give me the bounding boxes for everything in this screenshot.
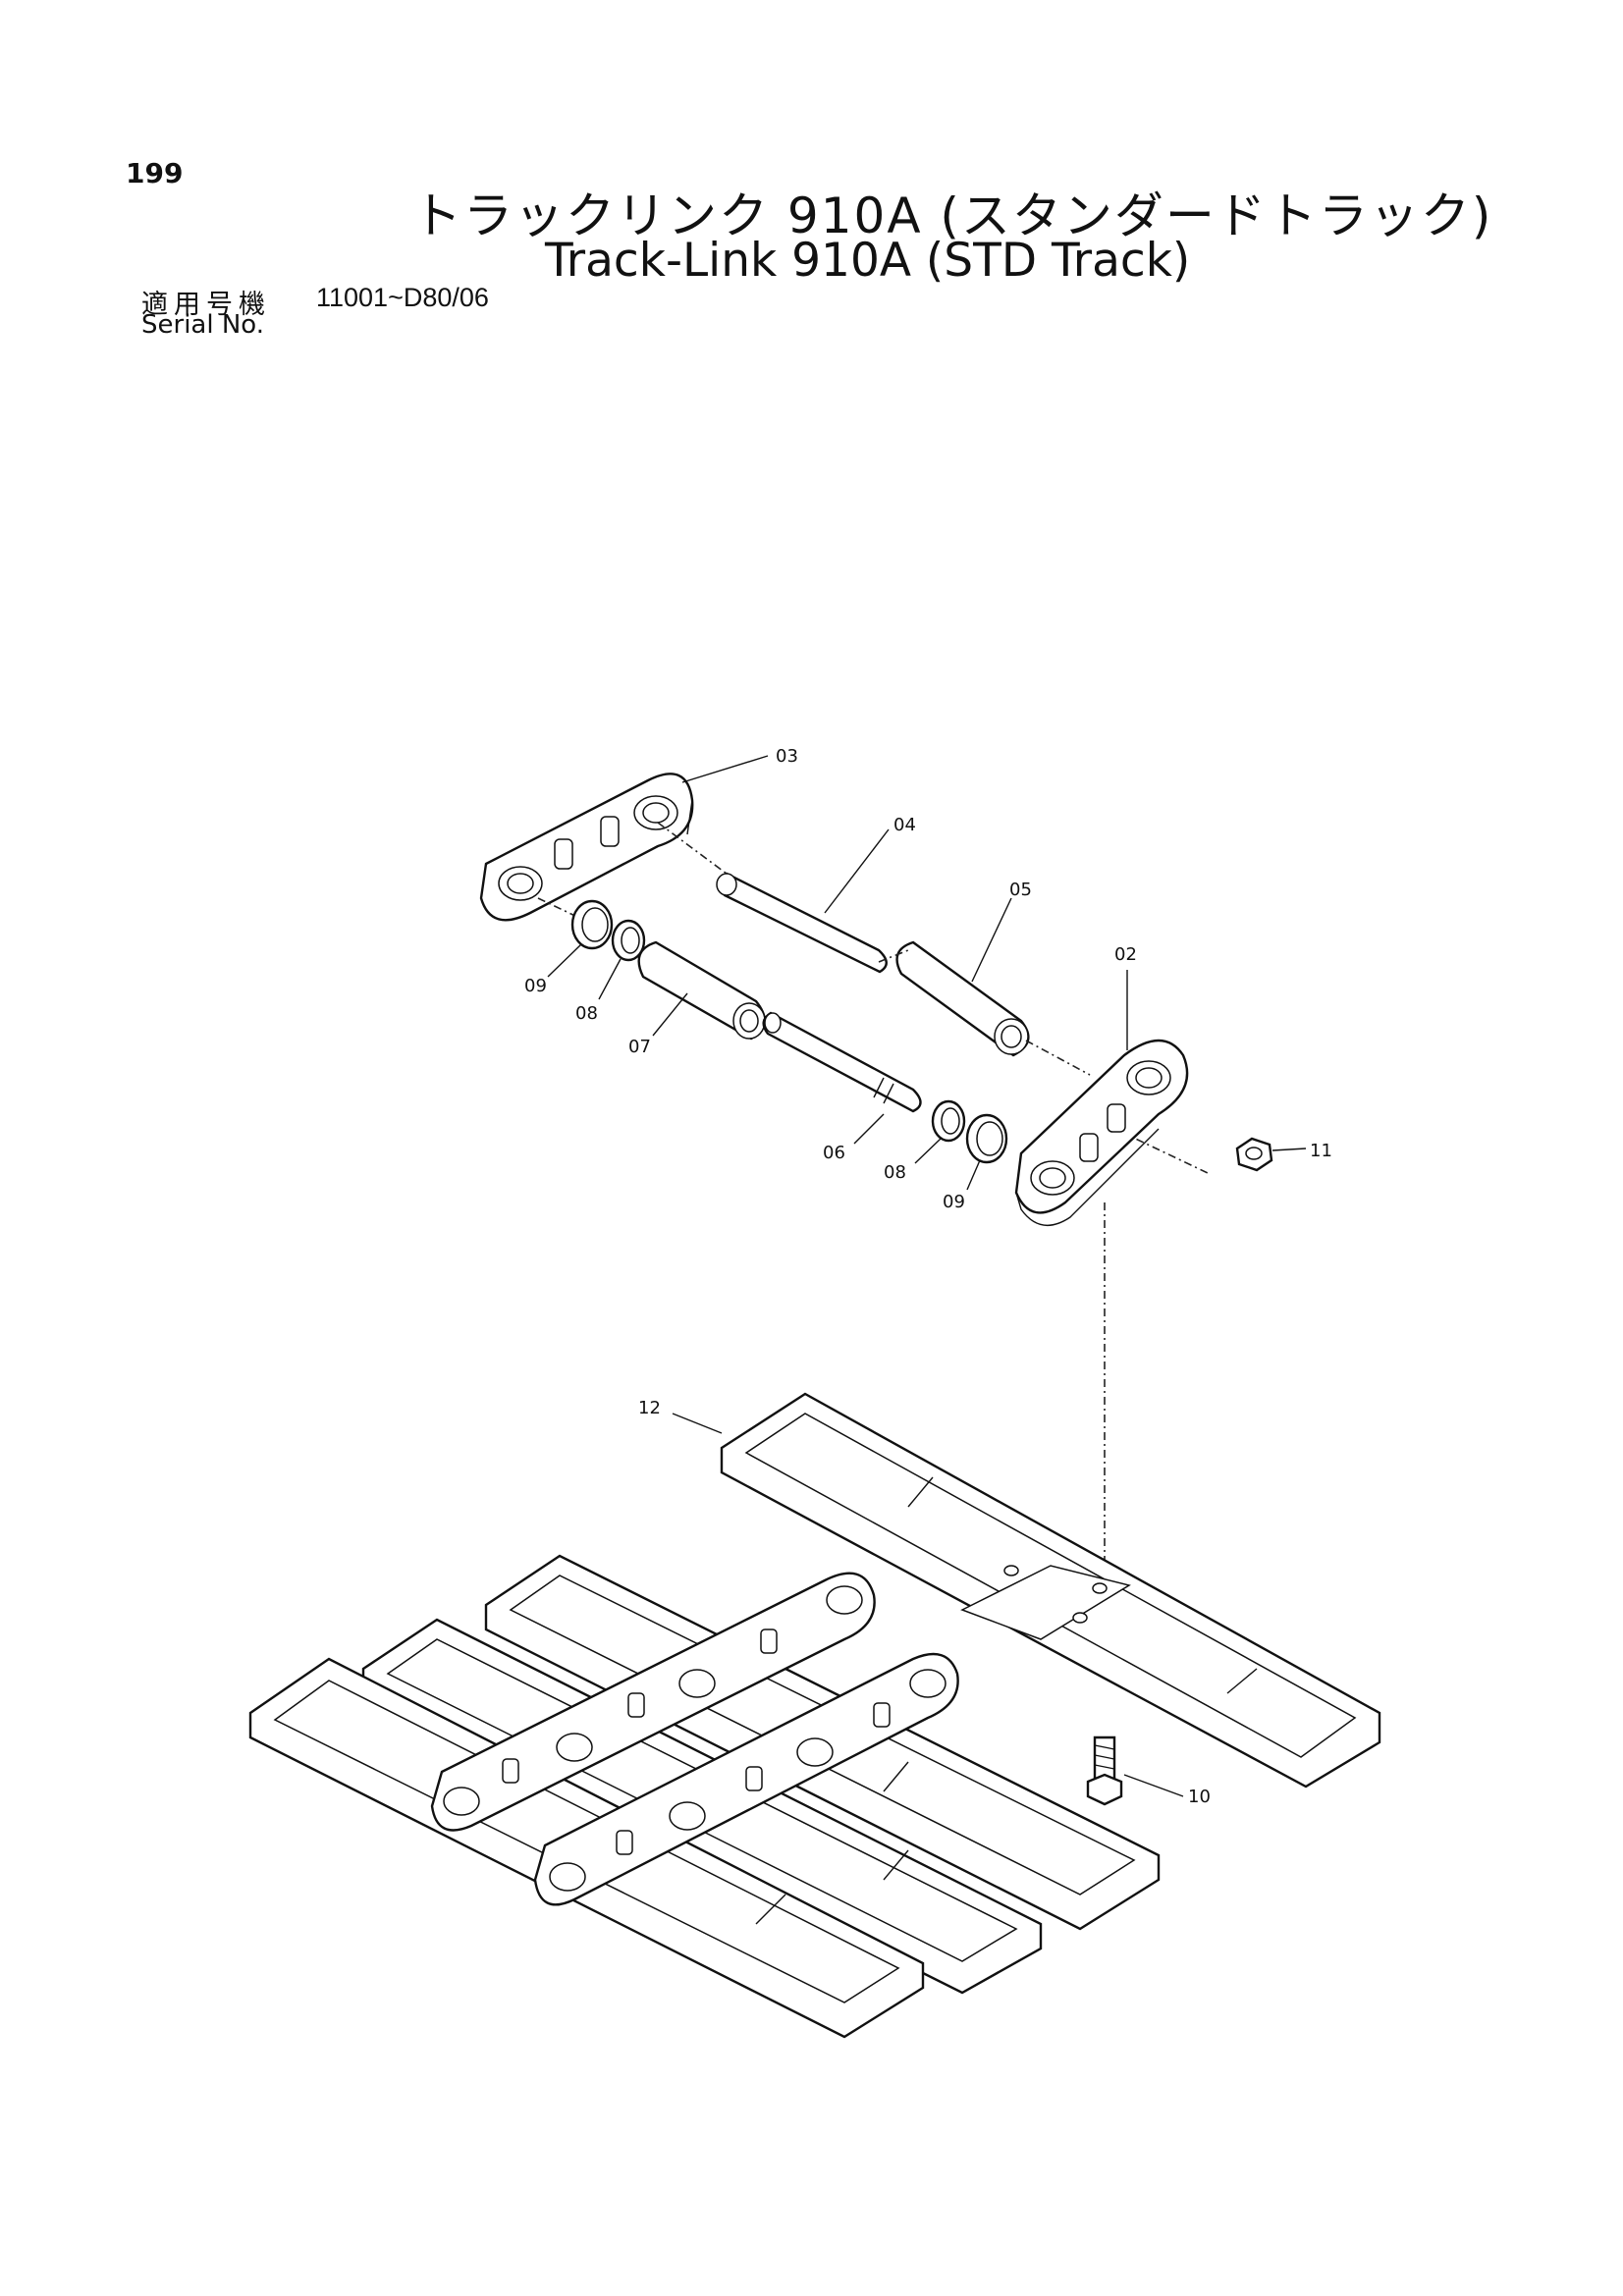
pin-06 xyxy=(762,1011,922,1113)
leader-06 xyxy=(853,1113,885,1145)
nut-11 xyxy=(1235,1137,1273,1172)
callout-02: 02 xyxy=(1114,944,1137,965)
callout-03: 03 xyxy=(776,746,798,767)
bushing-07 xyxy=(637,940,766,1041)
track-link-03 xyxy=(479,773,694,922)
callout-06: 06 xyxy=(823,1143,845,1163)
page-number: 199 xyxy=(126,157,184,189)
leader-10 xyxy=(1123,1774,1184,1797)
ring-08-left xyxy=(611,919,646,962)
leader-05 xyxy=(971,897,1012,983)
title-english: Track-Link 910A (STD Track) xyxy=(545,234,1191,288)
serial-label-japanese: 適用号機 xyxy=(141,290,271,320)
leader-11 xyxy=(1271,1148,1307,1151)
serial-number-range: 11001~D80/06 xyxy=(316,283,489,312)
seal-ring-09-right xyxy=(965,1113,1008,1164)
pin-04 xyxy=(716,872,888,974)
seal-ring-09-left xyxy=(570,899,614,950)
track-link-02 xyxy=(1014,1039,1189,1226)
leader-07 xyxy=(652,992,688,1037)
leader-08-left xyxy=(598,958,622,1000)
title-japanese: トラックリンク 910A (スタンダードトラック) xyxy=(412,187,1493,244)
leader-12 xyxy=(672,1413,723,1434)
callout-12: 12 xyxy=(638,1398,661,1418)
callout-05: 05 xyxy=(1009,880,1032,900)
bushing-05 xyxy=(895,940,1030,1057)
callout-08-left: 08 xyxy=(575,1003,598,1024)
callout-09-right: 09 xyxy=(943,1192,965,1212)
bolt-10 xyxy=(1086,1735,1123,1806)
serial-label-english: Serial No. xyxy=(141,310,264,340)
ring-08-right xyxy=(931,1099,966,1143)
callout-10: 10 xyxy=(1188,1787,1211,1807)
callout-09-left: 09 xyxy=(524,976,547,996)
leader-09-right xyxy=(966,1159,981,1191)
leader-04 xyxy=(824,828,890,914)
callout-04: 04 xyxy=(893,815,916,835)
assembled-track-links xyxy=(430,1572,959,1906)
callout-08-right: 08 xyxy=(884,1162,906,1183)
leader-09-left xyxy=(547,943,582,978)
callout-07: 07 xyxy=(628,1037,651,1057)
leader-08-right xyxy=(914,1138,942,1164)
leader-03 xyxy=(681,755,769,783)
callout-11: 11 xyxy=(1310,1141,1332,1161)
